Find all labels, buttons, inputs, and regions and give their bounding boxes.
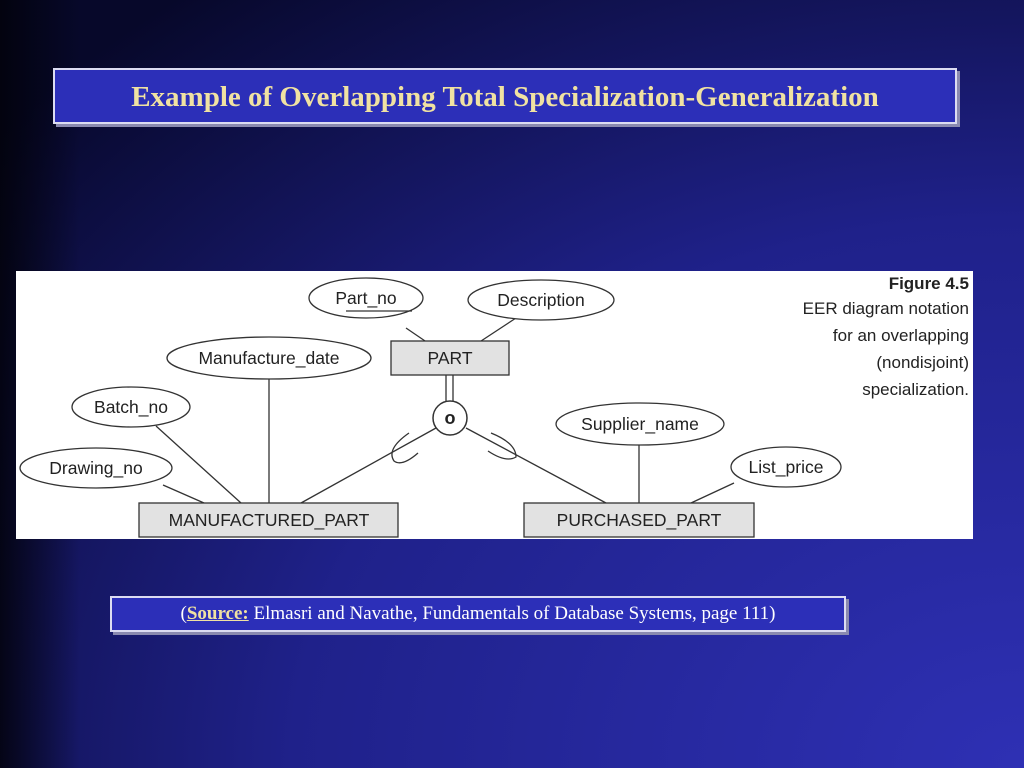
line-circle-mpart <box>300 427 437 504</box>
line-drawingno-mpart <box>162 484 205 504</box>
subset-symbol-left <box>391 432 419 464</box>
caption-title: Figure 4.5 <box>888 274 969 293</box>
eer-diagram: Part_no Description Manufacture_date Bat… <box>19 277 842 538</box>
source-box: (Source: Elmasri and Navathe, Fundamenta… <box>110 596 846 632</box>
line-batchno-mpart <box>155 425 242 504</box>
line-listprice-ppart <box>690 482 735 504</box>
source-label: Source: <box>186 603 249 624</box>
connector-lines <box>155 317 735 504</box>
attribute-manufacture-date: Manufacture_date <box>166 336 372 380</box>
attr-label-part-no: Part_no <box>335 288 396 309</box>
figure-caption: Figure 4.5 EER diagram notation for an o… <box>803 273 969 403</box>
attr-label-supplier-name: Supplier_name <box>581 414 699 435</box>
entity-label-manufactured-part: MANUFACTURED_PART <box>169 510 370 531</box>
caption-line: (nondisjoint) <box>876 353 969 372</box>
attribute-part-no: Part_no <box>308 277 424 319</box>
attr-label-manufacture-date: Manufacture_date <box>198 348 339 369</box>
subset-symbol-right <box>487 432 517 460</box>
caption-line: for an overlapping <box>832 326 969 345</box>
line-circle-ppart <box>465 427 607 504</box>
line-description-part <box>477 317 517 344</box>
attribute-supplier-name: Supplier_name <box>555 402 725 446</box>
attr-label-batch-no: Batch_no <box>94 397 168 418</box>
entity-manufactured-part: MANUFACTURED_PART <box>138 502 399 538</box>
attr-label-drawing-no: Drawing_no <box>49 458 142 479</box>
title-box: Example of Overlapping Total Specializat… <box>53 68 957 124</box>
source-citation: (Source: Elmasri and Navathe, Fundamenta… <box>112 598 844 630</box>
slide-title: Example of Overlapping Total Specializat… <box>131 81 879 113</box>
attribute-list-price: List_price <box>730 446 842 488</box>
attr-label-list-price: List_price <box>749 457 824 478</box>
figure-panel: Part_no Description Manufacture_date Bat… <box>16 271 973 539</box>
caption-line: EER diagram notation <box>802 299 969 318</box>
source-text: Elmasri and Navathe, Fundamentals of Dat… <box>248 603 776 624</box>
entity-label-purchased-part: PURCHASED_PART <box>557 510 722 531</box>
overlap-symbol: o <box>445 408 456 428</box>
caption-line: specialization. <box>862 380 969 399</box>
attribute-description: Description <box>467 279 615 321</box>
source-open-paren: ( <box>180 603 187 624</box>
entity-label-part: PART <box>427 348 472 368</box>
entity-part: PART <box>390 340 510 376</box>
attribute-drawing-no: Drawing_no <box>19 447 173 489</box>
specialization-circle: o <box>432 400 468 436</box>
attr-label-description: Description <box>497 290 585 310</box>
attribute-batch-no: Batch_no <box>71 386 191 428</box>
entity-purchased-part: PURCHASED_PART <box>523 502 755 538</box>
